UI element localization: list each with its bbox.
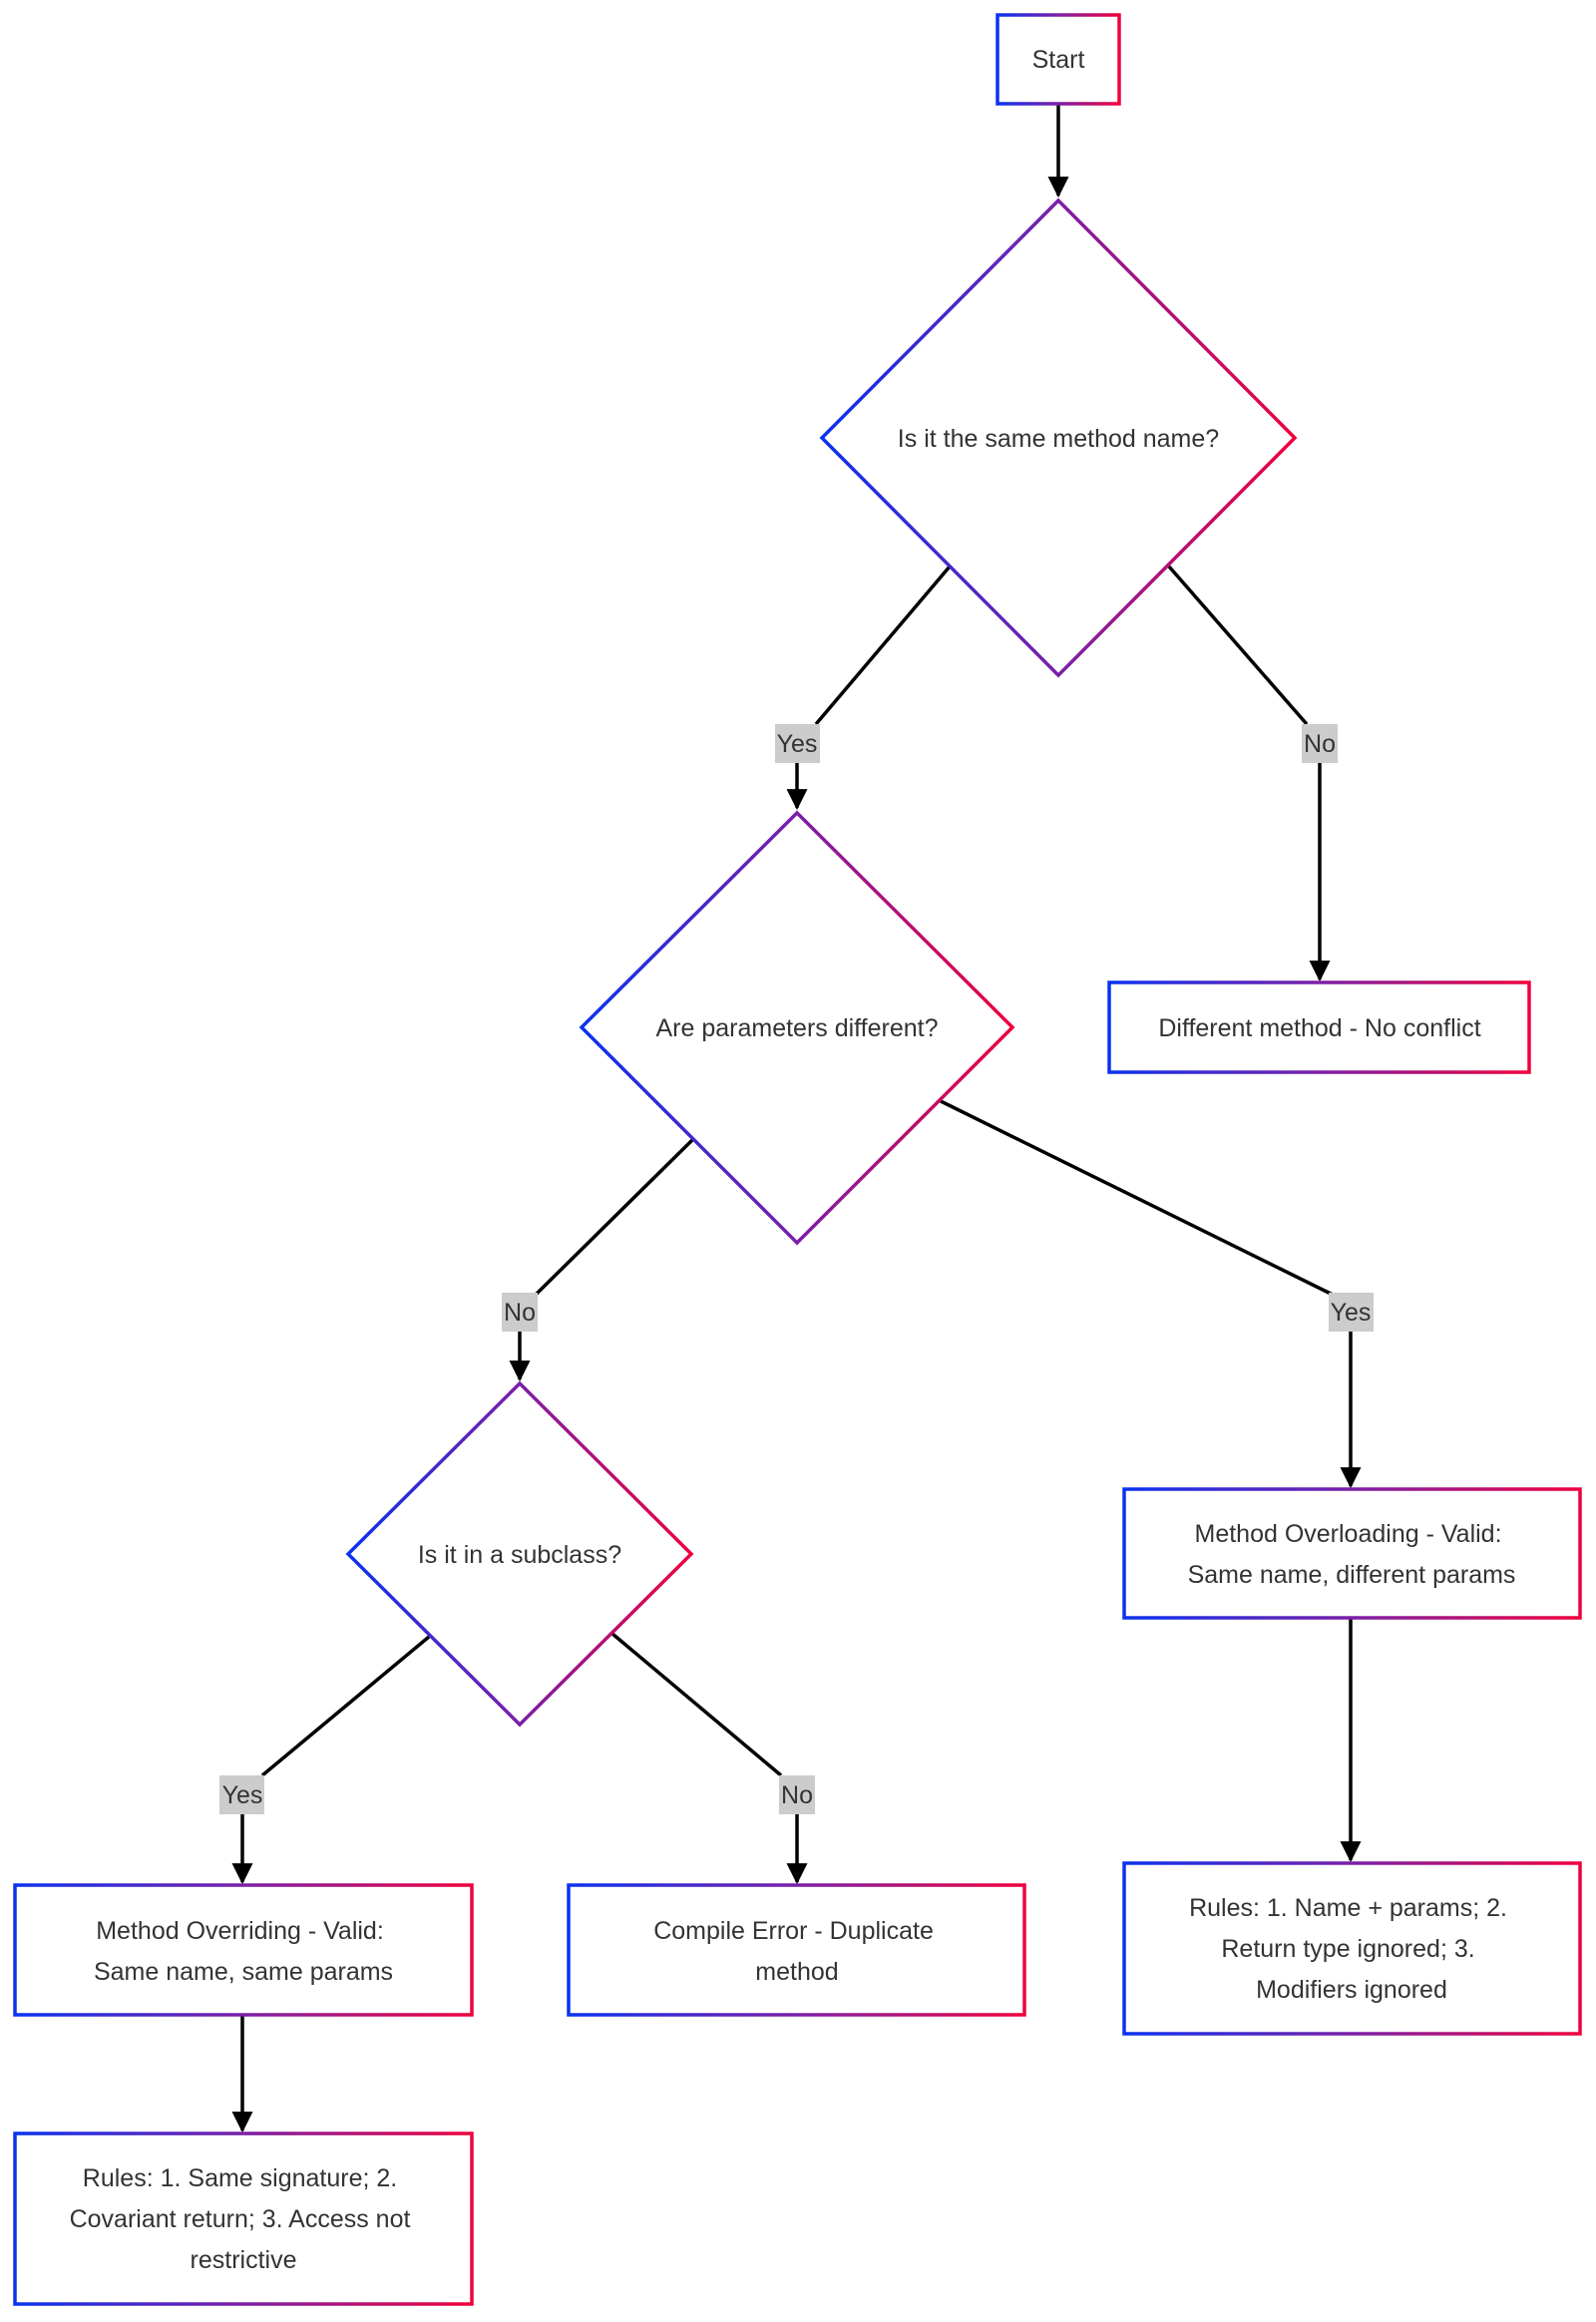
node-label: Method Overloading - Valid: Same name, d… [1188, 1520, 1516, 1589]
edge-label-params-yes: Yes [1329, 1293, 1374, 1332]
node-label: Compile Error - Duplicate method [653, 1917, 941, 1986]
edge-params-no [534, 1138, 694, 1297]
edge-label-subclass-no: No [779, 1775, 815, 1814]
node-label: Are parameters different? [655, 1014, 938, 1042]
edge-subclass-yes [260, 1635, 431, 1777]
node-label: Rules: 1. Name + params; 2. Return type … [1189, 1894, 1514, 2004]
edges [231, 104, 1362, 2133]
node-label: Is it the same method name? [898, 425, 1219, 453]
edge-label-text: Yes [777, 730, 818, 758]
node-label: Method Overriding - Valid: Same name, sa… [94, 1917, 393, 1986]
edge-label-text: No [504, 1299, 536, 1327]
edge-label-text: No [1304, 730, 1336, 758]
node-label: Start [1032, 46, 1085, 74]
node-label: Rules: 1. Same signature; 2. Covariant r… [70, 2164, 418, 2274]
edge-label-params-no: No [502, 1293, 538, 1332]
edge-label-text: No [781, 1781, 813, 1809]
node-label: Is it in a subclass? [418, 1541, 621, 1569]
edge-params-yes [940, 1099, 1334, 1297]
edge-label-same-name-yes: Yes [775, 724, 820, 763]
edge-subclass-no [610, 1632, 783, 1777]
edge-label-text: Yes [222, 1781, 263, 1809]
node-method-overloading[interactable]: Method Overloading - Valid: Same name, d… [1122, 1487, 1582, 1620]
node-overloading-rules[interactable]: Rules: 1. Name + params; 2. Return type … [1122, 1861, 1582, 2036]
node-start[interactable]: Start [996, 13, 1121, 106]
node-different-method[interactable]: Different method - No conflict [1107, 980, 1531, 1074]
edge-label-text: Yes [1331, 1299, 1372, 1327]
decision-same-method-name[interactable]: Is it the same method name? [819, 197, 1298, 678]
edge-same-name-no [1167, 565, 1309, 726]
edge-label-same-name-no: No [1302, 724, 1338, 763]
node-overriding-rules[interactable]: Rules: 1. Same signature; 2. Covariant r… [13, 2131, 474, 2306]
node-label: Different method - No conflict [1158, 1014, 1480, 1042]
node-method-overriding[interactable]: Method Overriding - Valid: Same name, sa… [13, 1883, 474, 2017]
edge-same-name-yes [814, 565, 952, 726]
node-compile-error[interactable]: Compile Error - Duplicate method [567, 1883, 1026, 2017]
decision-in-subclass[interactable]: Is it in a subclass? [345, 1380, 694, 1728]
edge-label-subclass-yes: Yes [219, 1775, 264, 1814]
decision-params-different[interactable]: Are parameters different? [579, 810, 1015, 1246]
